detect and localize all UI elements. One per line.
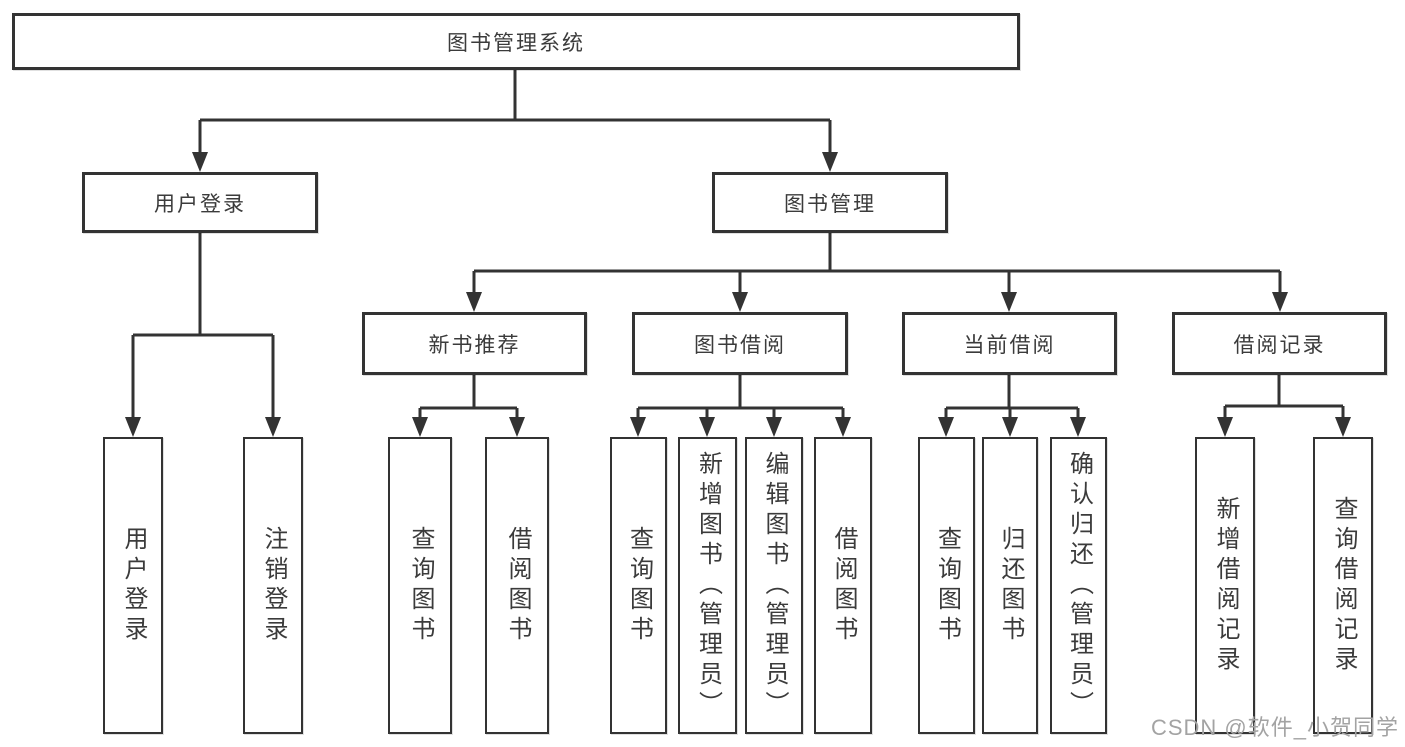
leaf-user-login: 用户登录	[103, 437, 163, 734]
node-label: 查询图书	[407, 525, 434, 646]
node-label: 当前借阅	[963, 333, 1056, 357]
node-label: 图书借阅	[694, 333, 786, 357]
leaf-query-books-current: 查询图书	[918, 437, 975, 734]
node-borrowing-records: 借阅记录	[1172, 312, 1387, 375]
node-label: 查询图书	[933, 525, 961, 646]
node-new-book-recommendation: 新书推荐	[362, 312, 587, 375]
node-label: 查询借阅记录	[1330, 495, 1357, 676]
node-label: 用户登录	[154, 192, 246, 216]
csdn-watermark: CSDN @软件_小贺同学	[1150, 715, 1399, 740]
node-label: 新增借阅记录	[1212, 495, 1239, 676]
leaf-query-books-borrow: 查询图书	[610, 437, 667, 734]
node-label: 新增图书（管理员）	[694, 450, 722, 721]
node-label: 借阅图书	[830, 525, 857, 646]
leaf-confirm-return-admin: 确认归还（管理员）	[1050, 437, 1107, 734]
node-label: 借阅记录	[1233, 333, 1326, 357]
node-book-management-system: 图书管理系统	[12, 13, 1020, 70]
node-label: 图书管理	[784, 192, 876, 216]
node-label: 确认归还（管理员）	[1065, 450, 1093, 721]
node-label: 注销登录	[260, 525, 287, 646]
leaf-borrow-books: 借阅图书	[814, 437, 872, 734]
node-label: 编辑图书（管理员）	[761, 450, 788, 721]
node-label: 查询图书	[625, 525, 653, 646]
leaf-add-books-admin: 新增图书（管理员）	[678, 437, 737, 734]
leaf-edit-books-admin: 编辑图书（管理员）	[745, 437, 803, 734]
node-label: 借阅图书	[504, 525, 531, 646]
node-label: 新书推荐	[428, 333, 521, 357]
node-current-borrowing: 当前借阅	[902, 312, 1117, 375]
node-label: 图书管理系统	[447, 31, 585, 55]
leaf-query-borrow-record: 查询借阅记录	[1313, 437, 1373, 734]
leaf-return-books: 归还图书	[982, 437, 1038, 734]
node-label: 用户登录	[120, 525, 147, 646]
node-book-management: 图书管理	[712, 172, 948, 233]
node-user-login: 用户登录	[82, 172, 318, 233]
leaf-query-books-recommend: 查询图书	[388, 437, 452, 734]
node-label: 归还图书	[997, 525, 1024, 646]
node-book-borrowing: 图书借阅	[632, 312, 848, 375]
leaf-add-borrow-record: 新增借阅记录	[1195, 437, 1255, 734]
leaf-borrow-books-recommend: 借阅图书	[485, 437, 549, 734]
leaf-logout: 注销登录	[243, 437, 303, 734]
